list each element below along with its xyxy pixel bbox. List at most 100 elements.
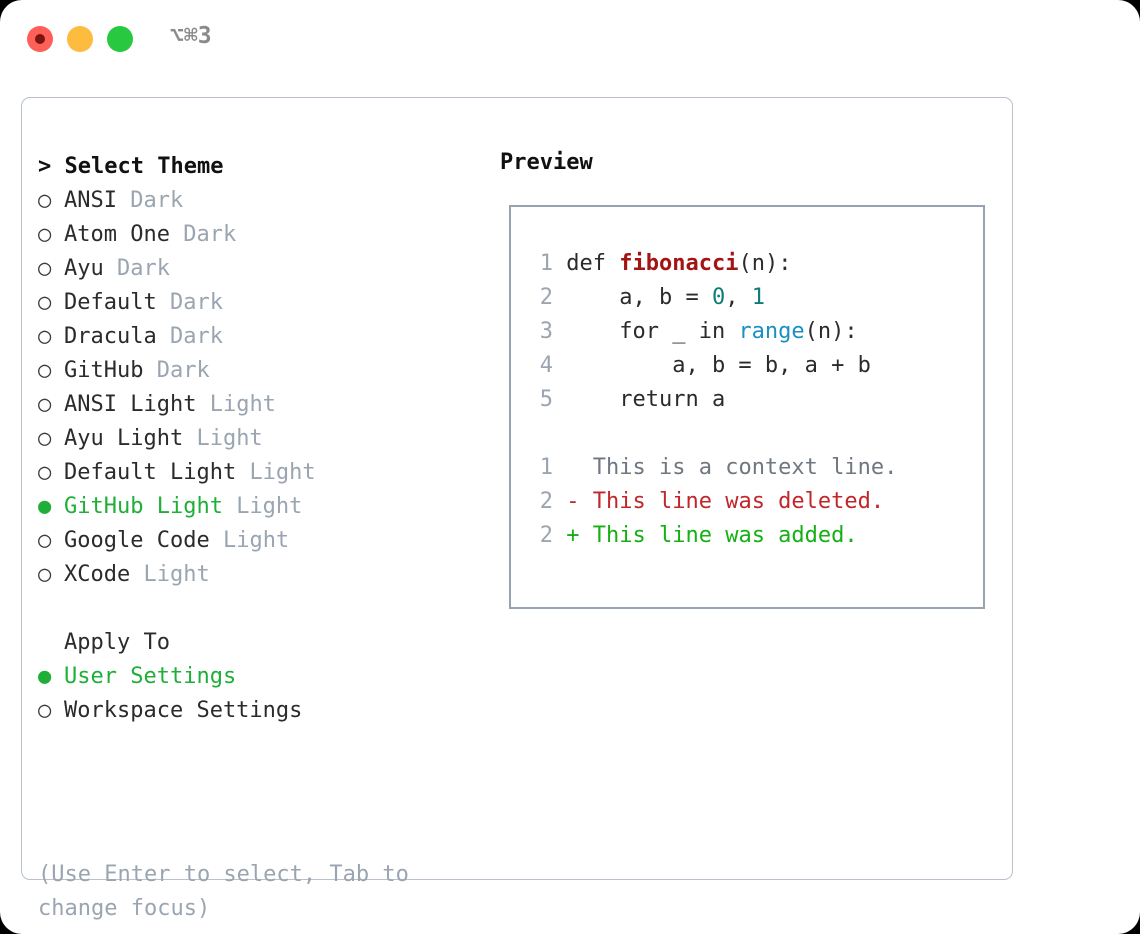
- theme-name: Ayu: [64, 256, 117, 281]
- diff-marker: -: [566, 489, 593, 514]
- apply-to-title: Apply To: [64, 630, 170, 655]
- code-token: range: [738, 319, 805, 344]
- theme-list-item[interactable]: ○Ayu Dark: [38, 252, 478, 286]
- theme-variant: Dark: [183, 222, 237, 247]
- theme-list-item[interactable]: ○ GitHub Dark: [38, 354, 478, 388]
- theme-name: XCode: [64, 562, 144, 587]
- diff-text: This line was added.: [592, 523, 858, 548]
- apply-to-option[interactable]: ○ Workspace Settings: [38, 694, 478, 728]
- recording-indicator-icon: [35, 34, 45, 44]
- theme-list-item[interactable]: ○ Atom One Dark: [38, 218, 478, 252]
- theme-list-item[interactable]: ○ XCode Light: [38, 558, 478, 592]
- apply-to-label: User Settings: [64, 664, 237, 689]
- diff-line: 2 - This line was deleted.: [531, 485, 897, 519]
- theme-list-item[interactable]: ○ ANSI Dark: [38, 184, 478, 218]
- line-number: 1: [539, 455, 553, 480]
- diff-text: This is a context line.: [592, 455, 898, 480]
- theme-name: ANSI: [64, 188, 131, 213]
- theme-list-item[interactable]: ○ Google Code Light: [38, 524, 478, 558]
- theme-name: ANSI Light: [64, 392, 210, 417]
- apply-to-label: Workspace Settings: [64, 698, 303, 723]
- radio-selected-icon: ●: [38, 664, 52, 689]
- theme-variant: Light: [209, 392, 276, 417]
- theme-variant: Dark: [156, 358, 210, 383]
- theme-variant: Light: [222, 528, 290, 553]
- theme-name: Dracula: [64, 324, 170, 349]
- theme-picker-header: > Select Theme: [38, 150, 478, 184]
- code-blank-line: [531, 417, 897, 451]
- theme-list-item[interactable]: ○ Dracula Dark: [38, 320, 478, 354]
- radio-unselected-icon: ○: [38, 698, 52, 723]
- diff-marker: +: [566, 523, 593, 548]
- diff-line: 1 This is a context line.: [531, 451, 898, 485]
- radio-unselected-icon: ○: [38, 188, 52, 213]
- line-number: 4: [539, 353, 553, 378]
- theme-variant: Light: [249, 460, 316, 485]
- prompt-caret: >: [38, 154, 65, 179]
- line-number: 2: [539, 523, 553, 548]
- code-token: 1: [751, 285, 765, 310]
- line-number: 3: [539, 319, 553, 344]
- radio-unselected-icon: ○: [38, 222, 52, 247]
- theme-name: GitHub: [64, 358, 157, 383]
- theme-list-item[interactable]: ● GitHub Light Light: [38, 490, 478, 524]
- theme-variant: Dark: [169, 324, 223, 349]
- list-spacer: [38, 592, 478, 626]
- theme-variant: Light: [196, 426, 263, 451]
- preview-title: Preview: [500, 150, 593, 175]
- code-token: fibonacci: [619, 251, 739, 276]
- code-token: (n):: [738, 251, 792, 276]
- code-line: 1 def fibonacci(n):: [531, 247, 897, 281]
- radio-unselected-icon: ○: [38, 290, 52, 315]
- code-token: def: [566, 251, 620, 276]
- code-token: ,: [725, 285, 752, 310]
- theme-variant: Dark: [130, 188, 184, 213]
- code-line: 3 for _ in range(n):: [531, 315, 897, 349]
- radio-unselected-icon: ○: [38, 426, 52, 451]
- line-number: 2: [539, 489, 553, 514]
- theme-list-item[interactable]: ○ANSI Light Light: [38, 388, 478, 422]
- maximize-window-button[interactable]: [107, 26, 133, 52]
- apply-to-options: ● User Settings ○ Workspace Settings: [38, 660, 478, 728]
- code-token: for _ in: [566, 319, 739, 344]
- content-panel: > Select Theme ○ANSI Dark○Atom One Dark○…: [21, 97, 1013, 921]
- theme-variant: Dark: [169, 290, 223, 315]
- minimize-window-button[interactable]: [67, 26, 93, 52]
- theme-name: Atom One: [64, 222, 184, 247]
- line-number: 1: [539, 251, 553, 276]
- code-token: a, b =: [566, 285, 712, 310]
- radio-unselected-icon: ○: [38, 562, 52, 587]
- keyboard-shortcut-label: ⌥⌘3: [170, 23, 212, 49]
- radio-unselected-icon: ○: [38, 528, 52, 553]
- code-token: a, b = b, a + b: [566, 353, 871, 378]
- keyboard-hint-text: (Use Enter to select, Tab to change focu…: [38, 862, 409, 921]
- theme-name: Default Light: [64, 460, 250, 485]
- theme-name: Ayu Light: [64, 426, 197, 451]
- theme-name: GitHub Light: [64, 494, 237, 519]
- apply-to-option[interactable]: ● User Settings: [38, 660, 478, 694]
- theme-variant: Light: [236, 494, 303, 519]
- code-token: return a: [566, 387, 726, 412]
- theme-list-item[interactable]: ○ Default Dark: [38, 286, 478, 320]
- theme-name: Google Code: [64, 528, 223, 553]
- code-line: 4 a, b = b, a + b: [531, 349, 897, 383]
- page-title: Select Theme: [64, 154, 224, 179]
- theme-variant: Light: [143, 562, 210, 587]
- theme-name: Default: [64, 290, 170, 315]
- theme-list-item[interactable]: ○Default Light Light: [38, 456, 478, 490]
- radio-unselected-icon: ○: [38, 324, 52, 349]
- title-bar: ⌥⌘3: [0, 0, 1140, 78]
- code-line: 5 return a: [531, 383, 897, 417]
- radio-selected-icon: ●: [38, 494, 52, 519]
- radio-unselected-icon: ○: [38, 256, 52, 281]
- theme-list-item[interactable]: ○ Ayu Light Light: [38, 422, 478, 456]
- line-number: 5: [539, 387, 553, 412]
- diff-text: This line was deleted.: [592, 489, 885, 514]
- diff-line: 2 + This line was added.: [531, 519, 897, 553]
- code-token: 0: [711, 285, 726, 310]
- radio-unselected-icon: ○: [38, 358, 52, 383]
- diff-marker: [566, 455, 593, 480]
- code-token: (n):: [804, 319, 858, 344]
